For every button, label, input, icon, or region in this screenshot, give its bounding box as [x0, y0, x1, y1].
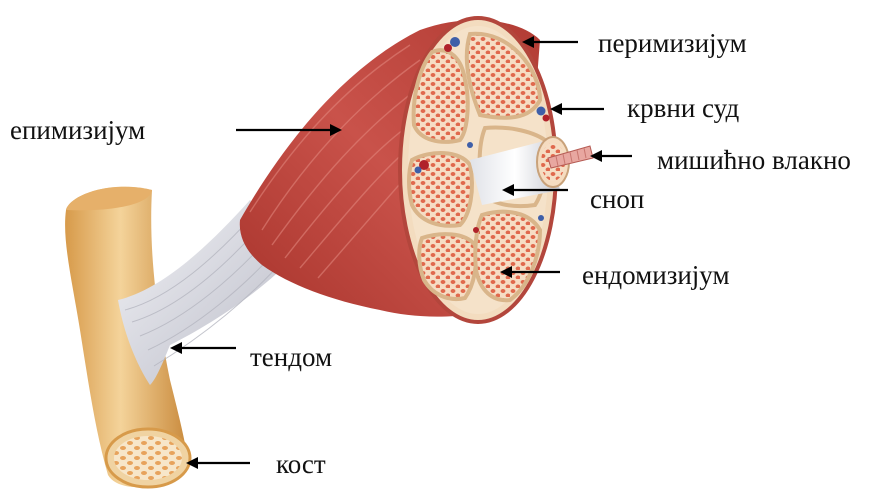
arrow-tendon	[170, 342, 236, 354]
label-muscle-fiber: мишићно влакно	[657, 147, 851, 174]
label-endomysium: ендомизијум	[582, 262, 730, 289]
arrow-muscle-fiber	[590, 150, 632, 162]
arrow-perimysium	[522, 36, 578, 48]
arrow-blood-vessel	[550, 103, 604, 115]
label-blood-vessel: крвни суд	[627, 95, 739, 122]
label-epimysium: епимизијум	[10, 117, 145, 144]
label-perimysium: перимизијум	[598, 30, 747, 57]
label-fascicle: сноп	[590, 186, 644, 213]
label-bone: кост	[276, 451, 326, 478]
muscle-cross-section	[400, 18, 593, 322]
arrow-bone	[186, 457, 250, 469]
label-tendon: тендом	[250, 344, 332, 371]
